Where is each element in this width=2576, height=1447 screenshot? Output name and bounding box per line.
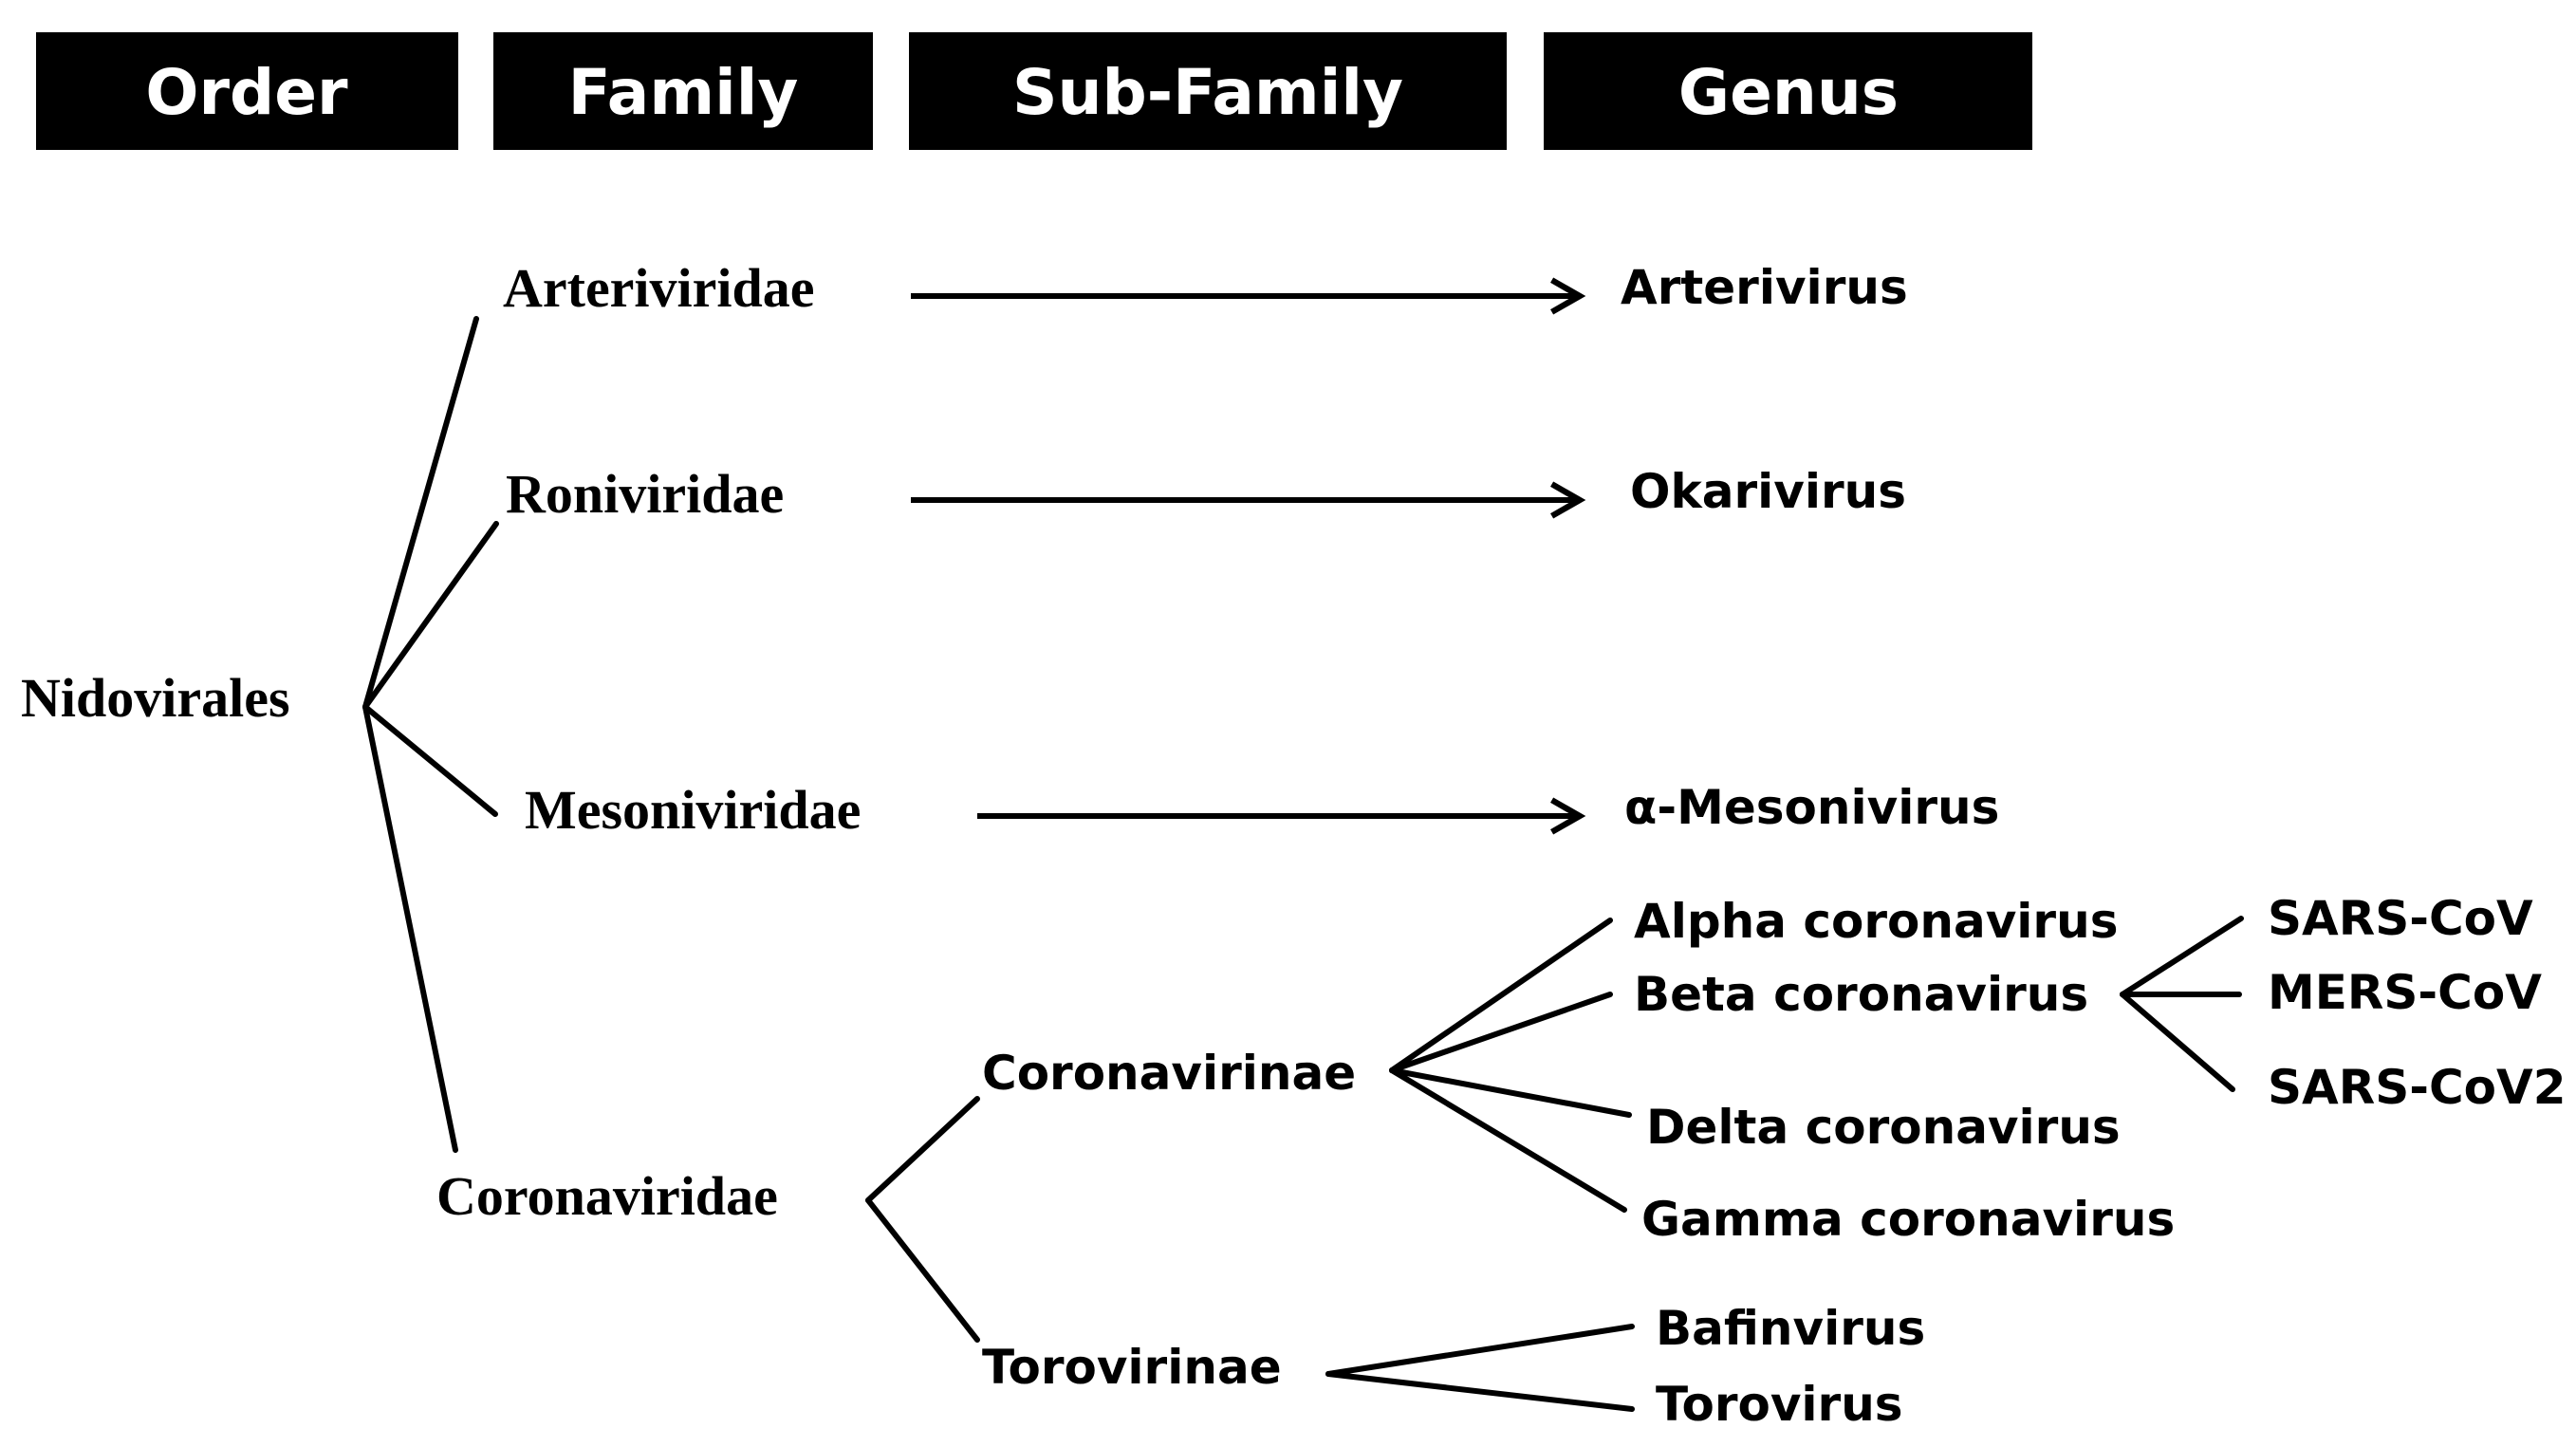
node-gamma-coronavirus: Gamma coronavirus (1641, 1192, 2175, 1247)
node-coronavirinae: Coronavirinae (982, 1046, 1356, 1101)
node-torovirinae: Torovirinae (982, 1340, 1282, 1395)
node-alpha-mesonivirus: α-Mesonivirus (1624, 780, 1999, 835)
header-genus: Genus (1544, 32, 2032, 150)
edge-beta-sars-cov2 (2120, 992, 2235, 1092)
edge-nidovirales-mesoniviridae (362, 704, 498, 817)
edge-nidovirales-coronaviridae (362, 704, 458, 1153)
node-bafinvirus: Bafinvirus (1656, 1301, 1925, 1356)
node-arterivirus: Arterivirus (1621, 260, 1908, 315)
node-alpha-coronavirus: Alpha coronavirus (1634, 894, 2118, 949)
edge-coronavirinae-delta (1389, 1067, 1632, 1118)
header-family: Family (493, 32, 873, 150)
node-delta-coronavirus: Delta coronavirus (1646, 1100, 2121, 1155)
edge-coronaviridae-coronavirinae (865, 1096, 980, 1203)
node-torovirus: Torovirus (1656, 1377, 1903, 1432)
edge-coronavirinae-gamma (1389, 1067, 1627, 1213)
edge-beta-sars-cov (2120, 916, 2244, 997)
node-arteriviridae: Arteriviridae (503, 257, 815, 319)
node-okarivirus: Okarivirus (1630, 464, 1906, 519)
edge-coronavirinae-alpha (1389, 918, 1613, 1073)
header-genus-label: Genus (1678, 56, 1899, 129)
edge-coronavirinae-beta (1389, 992, 1613, 1073)
node-beta-coronavirus: Beta coronavirus (1634, 967, 2088, 1022)
node-sars-cov: SARS-CoV (2268, 891, 2533, 946)
node-mers-cov: MERS-CoV (2268, 965, 2542, 1020)
edge-nidovirales-roniviridae (362, 521, 499, 710)
edge-torovirinae-bafinvirus (1325, 1324, 1635, 1377)
node-nidovirales: Nidovirales (21, 667, 290, 729)
node-roniviridae: Roniviridae (506, 463, 784, 525)
node-sars-cov2: SARS-CoV2 (2268, 1060, 2567, 1115)
header-family-label: Family (568, 56, 799, 129)
header-order: Order (36, 32, 458, 150)
node-coronaviridae: Coronaviridae (436, 1165, 778, 1227)
header-order-label: Order (145, 56, 348, 129)
header-subfamily-label: Sub-Family (1012, 56, 1403, 129)
node-mesoniviridae: Mesoniviridae (525, 779, 861, 841)
edge-coronaviridae-torovirinae (865, 1197, 980, 1343)
edge-torovirinae-torovirus (1325, 1371, 1635, 1412)
header-subfamily: Sub-Family (909, 32, 1507, 150)
edge-nidovirales-arteriviridae (362, 316, 479, 710)
